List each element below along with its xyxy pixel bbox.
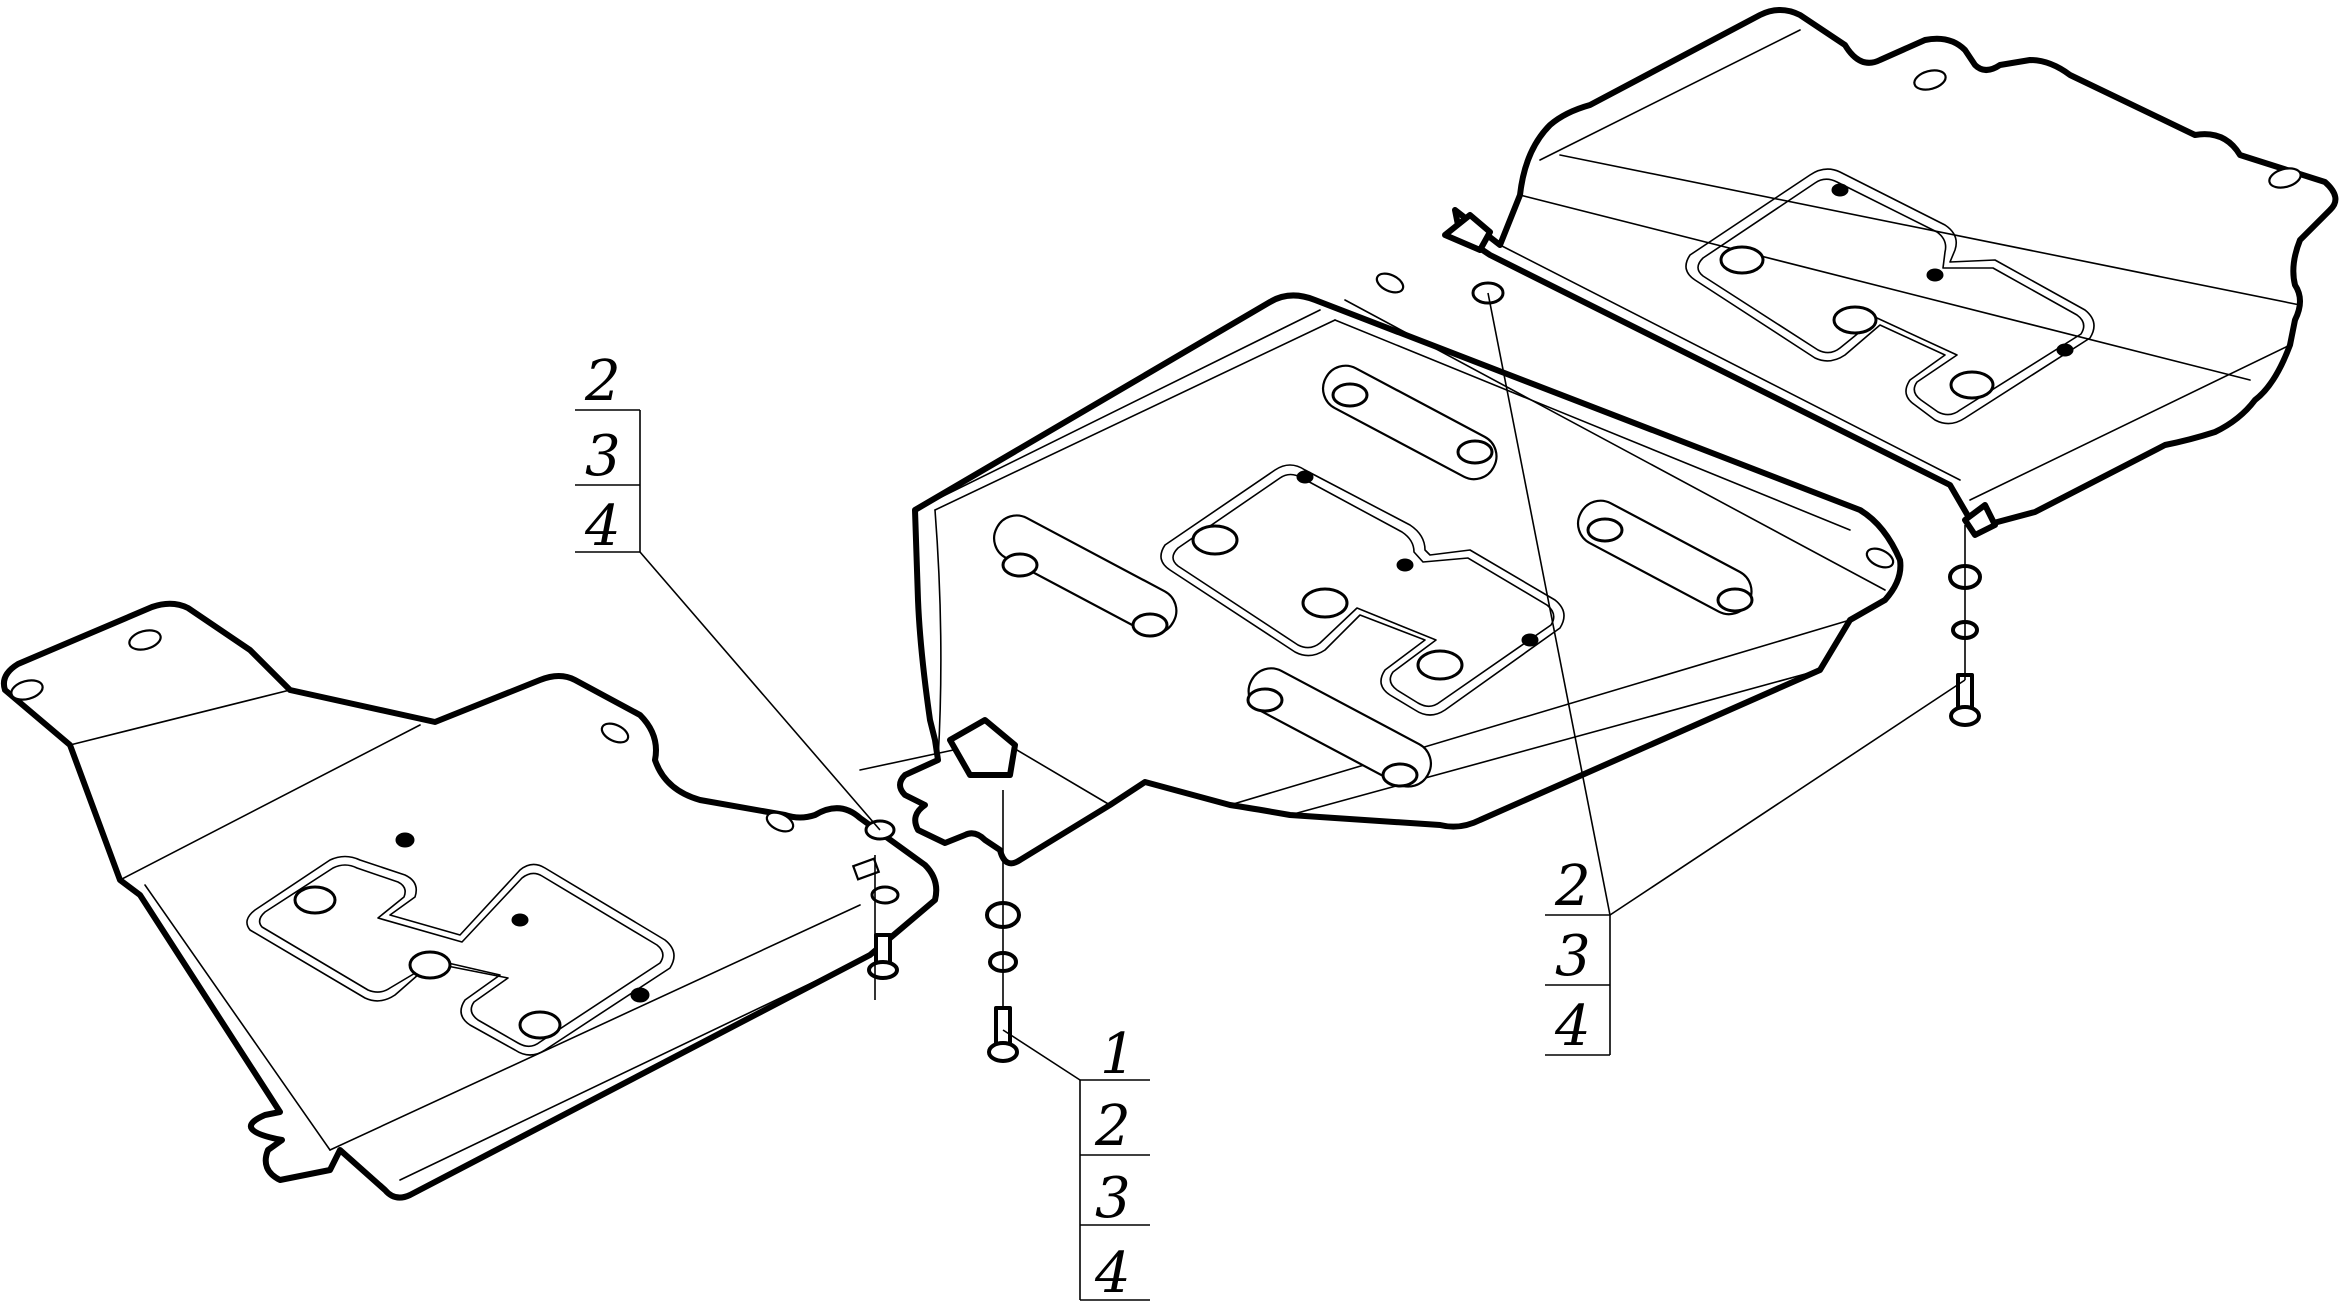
callout-left-label-2: 3 [585, 424, 621, 489]
callout-bottom-label-3: 3 [1095, 1166, 1131, 1231]
left-skid-plate [0, 600, 940, 1201]
right-skid-plate [1442, 7, 2339, 538]
callout-bottom-label-2: 2 [1094, 1094, 1131, 1159]
leader-lines [639, 292, 1966, 1081]
callout-bottom: 1 2 3 4 [1079, 1022, 1150, 1306]
callout-right-label-3: 4 [1554, 994, 1591, 1059]
left-bolt-assembly [867, 933, 899, 980]
callout-left-label-3: 4 [584, 494, 621, 559]
callout-right-label-1: 2 [1554, 854, 1591, 919]
center-skid-plate [859, 272, 1904, 867]
callout-bottom-label-4: 4 [1094, 1241, 1131, 1306]
callout-left: 2 3 4 [575, 349, 641, 559]
callout-left-label-1: 2 [584, 349, 621, 414]
callout-bottom-label-1: 1 [1100, 1022, 1136, 1087]
callout-right-label-2: 3 [1555, 924, 1591, 989]
callout-right: 2 3 4 [1545, 854, 1611, 1059]
